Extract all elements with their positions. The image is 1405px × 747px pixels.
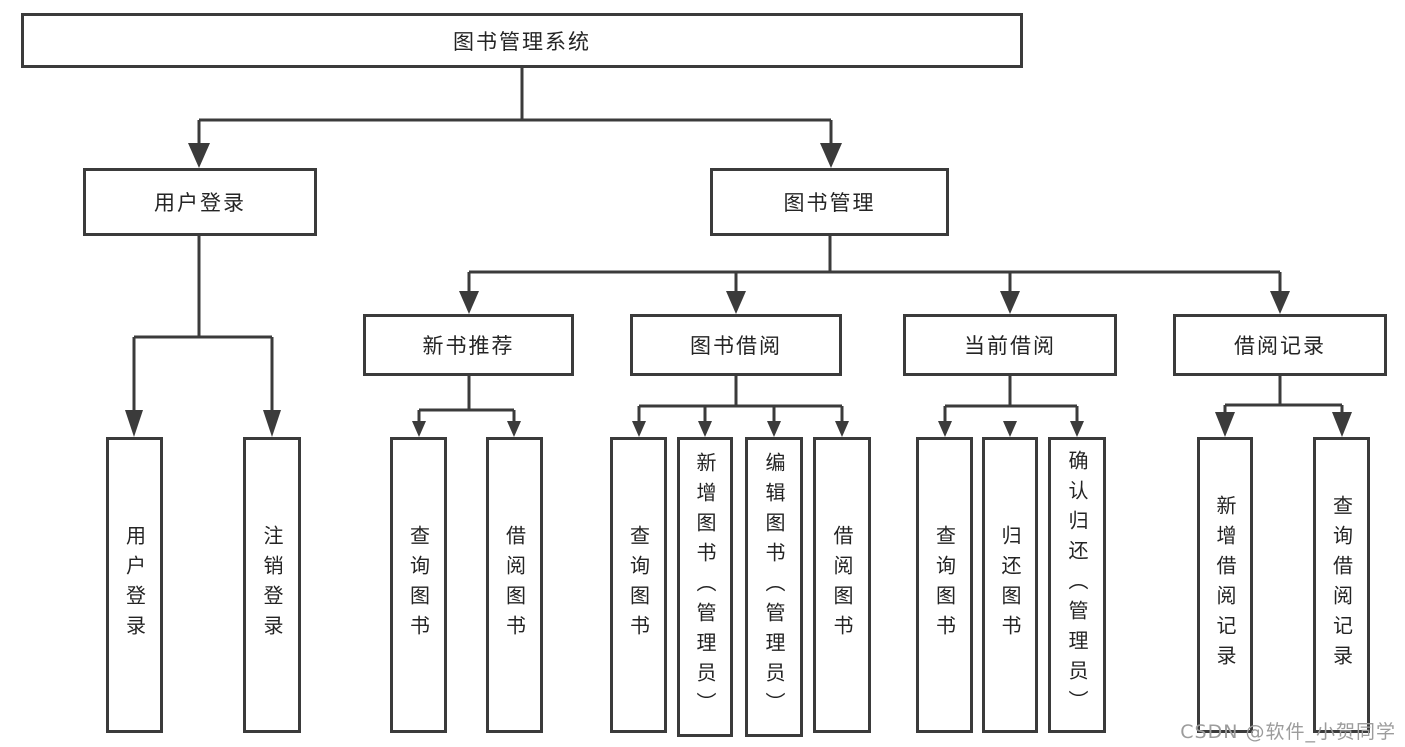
- leaf-borrowing-add-books-admin: 新增图书（管理员）: [677, 437, 733, 737]
- watermark-text: CSDN @软件_小贺同学: [1180, 721, 1396, 743]
- node-user-login: 用户登录: [83, 168, 317, 236]
- leaf-label: 新增借阅记录: [1213, 495, 1237, 675]
- leaf-user-login: 用户登录: [106, 437, 163, 733]
- leaf-newbook-query-books: 查询图书: [390, 437, 447, 733]
- leaf-label: 借阅图书: [830, 525, 854, 645]
- leaf-label: 查询图书: [626, 525, 651, 645]
- node-book-management: 图书管理: [710, 168, 949, 236]
- leaf-records-add-record: 新增借阅记录: [1197, 437, 1253, 733]
- leaf-label: 新增图书（管理员）: [693, 452, 717, 722]
- node-book-borrowing: 图书借阅: [630, 314, 842, 376]
- leaf-label: 注销登录: [260, 525, 284, 645]
- node-root: 图书管理系统: [21, 13, 1023, 68]
- leaf-current-confirm-return-admin: 确认归还（管理员）: [1048, 437, 1106, 733]
- leaf-logout: 注销登录: [243, 437, 301, 733]
- leaf-label: 查询借阅记录: [1329, 495, 1354, 675]
- leaf-records-query-record: 查询借阅记录: [1313, 437, 1370, 733]
- leaf-borrowing-edit-books-admin: 编辑图书（管理员）: [745, 437, 803, 737]
- leaf-label: 借阅图书: [502, 525, 527, 645]
- leaf-label: 编辑图书（管理员）: [762, 452, 786, 722]
- leaf-label: 确认归还（管理员）: [1065, 450, 1089, 720]
- leaf-current-return-books: 归还图书: [982, 437, 1038, 733]
- leaf-label: 归还图书: [998, 525, 1022, 645]
- node-current-borrowing: 当前借阅: [903, 314, 1117, 376]
- node-borrow-records: 借阅记录: [1173, 314, 1387, 376]
- leaf-label: 用户登录: [122, 525, 147, 645]
- leaf-current-query-books: 查询图书: [916, 437, 973, 733]
- leaf-borrowing-borrow-books: 借阅图书: [813, 437, 871, 733]
- leaf-label: 查询图书: [932, 525, 957, 645]
- leaf-label: 查询图书: [406, 525, 431, 645]
- leaf-borrowing-query-books: 查询图书: [610, 437, 667, 733]
- leaf-newbook-borrow-books: 借阅图书: [486, 437, 543, 733]
- node-new-book-recommend: 新书推荐: [363, 314, 574, 376]
